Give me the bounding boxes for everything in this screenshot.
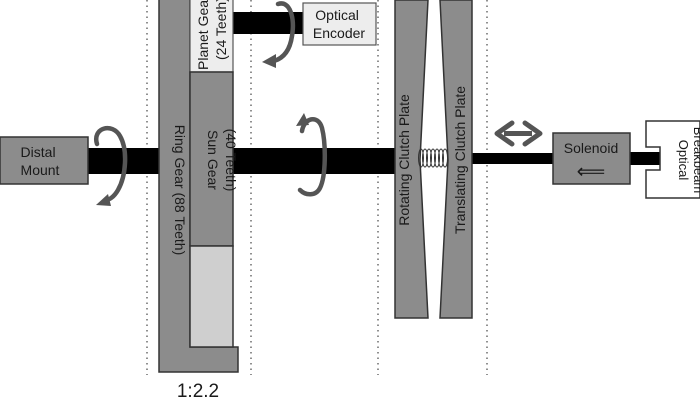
spring-icon [418, 148, 448, 168]
optical-encoder-label: Optical Encoder [313, 7, 365, 41]
sun-gear-teeth-label: (40 Teeth) [223, 129, 239, 192]
ring-gear [158, 0, 239, 373]
translating-clutch-plate [439, 0, 473, 319]
rotation-arrow-icon-shaft [296, 113, 327, 197]
planet-gear-label: Planet Gear [195, 0, 211, 70]
carrier-block [189, 245, 234, 348]
rotation-arrow-icon-encoder [262, 1, 296, 68]
ring-gear-label: Ring Gear (88 Teeth) [172, 125, 188, 255]
gear-ratio-label: 1:2.2 [177, 381, 219, 400]
optical-breakbeam [645, 120, 700, 199]
optical-encoder [302, 2, 377, 46]
distal-mount-label-line1: Distal [21, 144, 56, 160]
optical-encoder-label-line2: Encoder [313, 25, 365, 41]
sun-gear-label: Sun Gear [205, 130, 221, 190]
guide-lines [146, 0, 488, 375]
main-shaft [88, 148, 395, 174]
optical-encoder-label-line1: Optical [315, 7, 359, 23]
solenoid-direction-arrow-icon: ⟸ [577, 161, 606, 183]
optical-breakbeam-label-line2: Breakbeam [691, 127, 700, 193]
distal-mount-label-line2: Mount [21, 162, 60, 178]
solenoid-label: Solenoid [564, 140, 619, 156]
rotating-clutch-plate [394, 0, 429, 319]
solenoid [552, 132, 631, 185]
breakbeam-flag [629, 152, 664, 165]
sun-gear [189, 71, 234, 247]
translating-clutch-plate-label: Translating Clutch Plate [452, 86, 468, 234]
double-arrow-icon [494, 120, 543, 147]
optical-breakbeam-label-line1: Optical [676, 140, 691, 181]
rotating-clutch-plate-label: Rotating Clutch Plate [396, 94, 412, 226]
solenoid-shaft [472, 153, 554, 164]
rotation-arrow-icon-distal [93, 125, 128, 206]
distal-mount-label: Distal Mount [21, 144, 60, 178]
distal-mount [0, 136, 89, 185]
planet-gear-teeth-label: (24 Teeth) [213, 0, 229, 60]
encoder-shaft [232, 12, 307, 34]
